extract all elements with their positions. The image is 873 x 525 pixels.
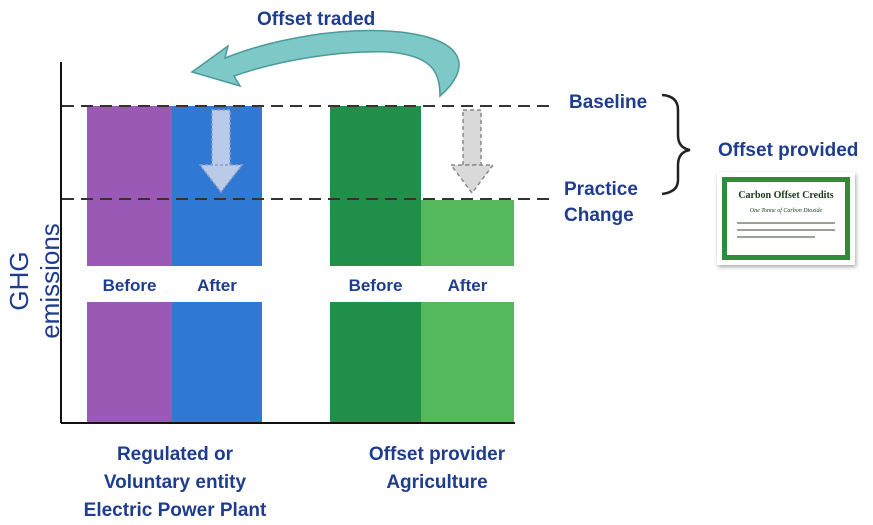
certificate-subtitle: One Tonne of Carbon Dioxide	[749, 208, 823, 214]
carbon-offset-certificate: Carbon Offset Credits One Tonne of Carbo…	[717, 172, 855, 265]
group-label-regulated-line3: Electric Power Plant	[83, 500, 267, 521]
practice-change-line2: Change	[564, 205, 634, 226]
bar-before-regulated	[87, 106, 172, 422]
baseline-label: Baseline	[569, 92, 648, 113]
offset-traded-label: Offset traded	[257, 9, 376, 30]
practice-change-label: Practice Change	[564, 177, 638, 229]
certificate-border: Carbon Offset Credits One Tonne of Carbo…	[722, 177, 850, 260]
practice-change-line1: Practice	[564, 179, 638, 200]
certificate-text-line	[737, 229, 835, 231]
bar-label-before-agriculture: Before	[348, 276, 403, 295]
group-label-agriculture-line2: Agriculture	[386, 472, 488, 493]
reduction-arrow-agriculture	[449, 109, 495, 195]
reduction-arrow-regulated	[198, 109, 244, 194]
group-label-agriculture: Offset provider Agriculture	[330, 441, 544, 497]
bar-label-after-agriculture: After	[447, 276, 488, 295]
bar-label-band	[87, 266, 514, 302]
bar-after-agriculture	[421, 200, 514, 422]
bar-label-after-regulated: After	[197, 276, 237, 295]
offset-brace	[661, 93, 691, 196]
group-label-regulated-line2: Voluntary entity	[103, 472, 247, 493]
bar-before-agriculture	[330, 106, 421, 422]
group-label-regulated: Regulated or Voluntary entity Electric P…	[60, 441, 290, 525]
certificate-text-line	[737, 222, 835, 224]
bar-label-before-regulated: Before	[102, 276, 157, 295]
group-label-regulated-line1: Regulated or	[116, 444, 234, 465]
group-label-agriculture-line1: Offset provider	[368, 444, 506, 465]
certificate-text-line	[737, 236, 815, 238]
certificate-title: Carbon Offset Credits	[738, 190, 834, 201]
offset-traded-arrow	[190, 29, 460, 98]
offset-provided-label: Offset provided	[718, 140, 859, 161]
